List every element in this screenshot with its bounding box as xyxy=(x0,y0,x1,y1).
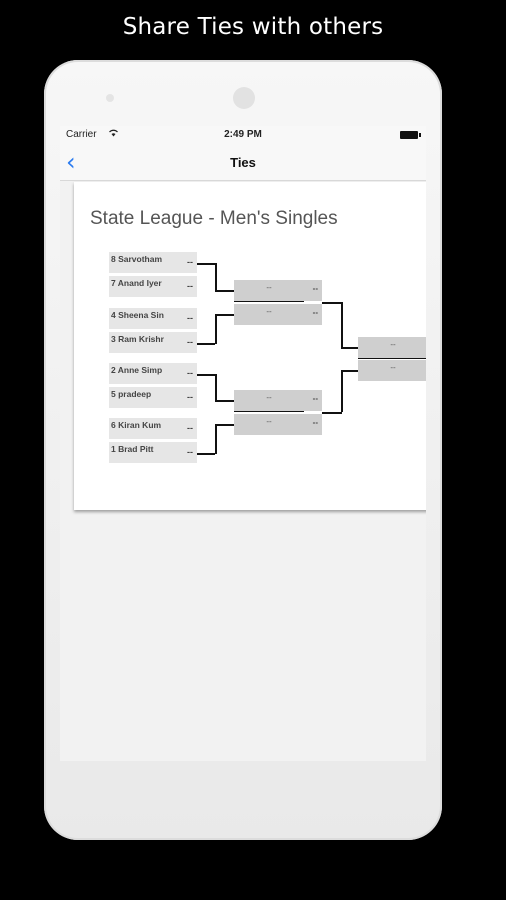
bracket-connector xyxy=(215,374,217,401)
player-score: -- xyxy=(187,447,193,457)
player-score: -- xyxy=(187,313,193,323)
match-slot[interactable]: -- -- xyxy=(234,304,322,325)
bracket-connector xyxy=(341,370,358,372)
bracket-card: State League - Men's Singles 8 Sarvotham… xyxy=(74,182,426,510)
navigation-bar: ‹ Ties xyxy=(60,146,426,181)
bracket-connector xyxy=(234,301,304,302)
player-name: 6 Kiran Kum xyxy=(111,420,162,430)
carrier-label: Carrier xyxy=(66,129,97,140)
match-score: -- xyxy=(312,418,318,427)
bracket-connector xyxy=(341,370,343,412)
bracket-connector xyxy=(234,411,304,412)
player-score: -- xyxy=(187,392,193,402)
match-player: -- xyxy=(266,393,272,402)
bracket-connector xyxy=(197,343,215,345)
bracket-connector xyxy=(197,263,215,265)
player-name: 7 Anand Iyer xyxy=(111,278,162,288)
promo-title: Share Ties with others xyxy=(122,14,384,40)
nav-title: Ties xyxy=(230,155,256,170)
player-name: 4 Sheena Sin xyxy=(111,310,164,320)
seed-slot[interactable]: 2 Anne Simp -- xyxy=(109,363,197,384)
camera xyxy=(233,87,255,109)
player-name: 5 pradeep xyxy=(111,389,152,399)
player-score: -- xyxy=(187,337,193,347)
seed-slot[interactable]: 7 Anand Iyer -- xyxy=(109,276,197,297)
match-player: -- xyxy=(266,307,272,316)
bracket-connector xyxy=(341,347,358,349)
battery-icon xyxy=(400,131,421,139)
seed-slot[interactable]: 3 Ram Krishr -- xyxy=(109,332,197,353)
tournament-title: State League - Men's Singles xyxy=(90,208,338,229)
player-score: -- xyxy=(187,281,193,291)
final-slot[interactable]: -- xyxy=(358,360,426,381)
bracket-connector xyxy=(215,424,217,454)
match-slot[interactable]: -- -- xyxy=(234,390,322,411)
bracket-connector xyxy=(215,424,234,426)
match-player: -- xyxy=(266,283,272,292)
player-name: 1 Brad Pitt xyxy=(111,444,154,454)
match-score: -- xyxy=(312,284,318,293)
seed-slot[interactable]: 6 Kiran Kum -- xyxy=(109,418,197,439)
back-button[interactable]: ‹ xyxy=(66,148,76,176)
player-score: -- xyxy=(187,423,193,433)
match-score: -- xyxy=(312,308,318,317)
sensor-dot xyxy=(106,94,114,102)
bracket-connector xyxy=(215,314,234,316)
bracket-connector xyxy=(197,453,215,455)
bracket-connector xyxy=(197,374,215,376)
seed-slot[interactable]: 1 Brad Pitt -- xyxy=(109,442,197,463)
match-player: -- xyxy=(266,417,272,426)
seed-slot[interactable]: 5 pradeep -- xyxy=(109,387,197,408)
player-name: 3 Ram Krishr xyxy=(111,334,164,344)
status-bar: Carrier 2:49 PM xyxy=(60,126,426,146)
chevron-left-icon: ‹ xyxy=(66,148,76,176)
match-slot[interactable]: -- -- xyxy=(234,414,322,435)
player-name: 8 Sarvotham xyxy=(111,254,163,264)
player-score: -- xyxy=(187,368,193,378)
bracket-connector xyxy=(215,314,217,344)
bracket-connector xyxy=(322,302,342,304)
bracket-connector xyxy=(358,358,426,359)
bracket-connector xyxy=(215,400,234,402)
bracket-connector xyxy=(322,412,342,414)
final-player: -- xyxy=(390,340,396,349)
app-screen: Carrier 2:49 PM ‹ Ties State League - Me… xyxy=(60,126,426,761)
final-slot[interactable]: -- xyxy=(358,337,426,358)
player-name: 2 Anne Simp xyxy=(111,365,163,375)
wifi-icon xyxy=(108,128,119,140)
seed-slot[interactable]: 4 Sheena Sin -- xyxy=(109,308,197,329)
bracket-connector xyxy=(215,290,234,292)
phone-frame: Carrier 2:49 PM ‹ Ties State League - Me… xyxy=(44,60,442,840)
match-slot[interactable]: -- -- xyxy=(234,280,322,301)
bracket: 8 Sarvotham -- 7 Anand Iyer -- 4 Sheena Sin -… xyxy=(74,182,426,510)
seed-slot[interactable]: 8 Sarvotham -- xyxy=(109,252,197,273)
bracket-connector xyxy=(341,302,343,347)
bracket-connector xyxy=(215,263,217,291)
match-score: -- xyxy=(312,394,318,403)
player-score: -- xyxy=(187,257,193,267)
status-time: 2:49 PM xyxy=(224,129,262,140)
final-player: -- xyxy=(390,363,396,372)
